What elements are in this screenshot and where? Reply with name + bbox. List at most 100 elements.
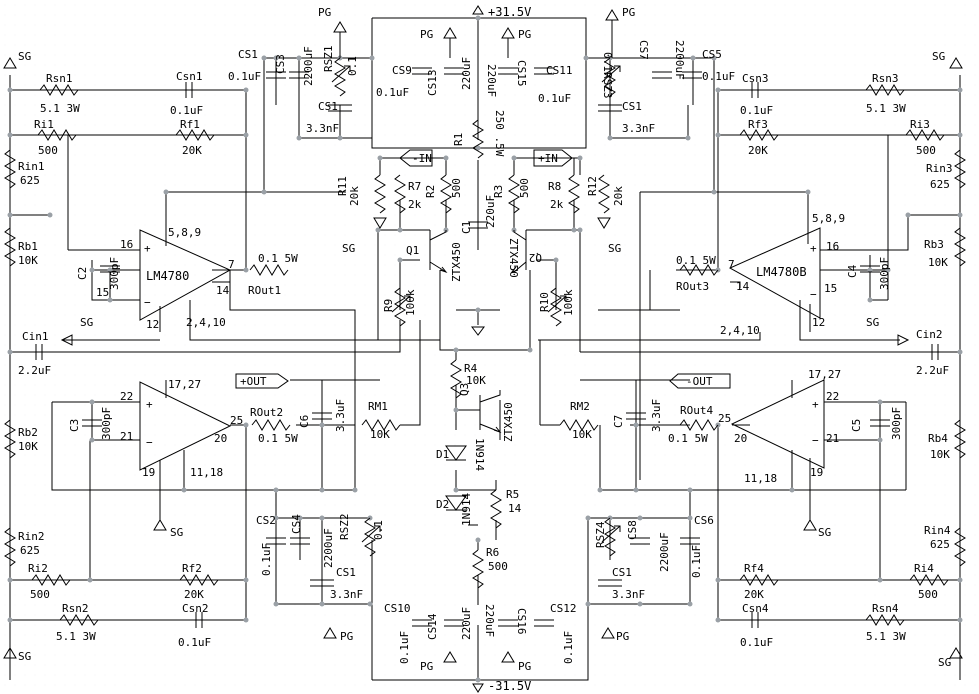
label-c2: C2 — [76, 267, 89, 280]
label-cs14-val: 220uF — [460, 607, 473, 640]
label-rin2-val: 625 — [20, 544, 40, 557]
label-rb3-val: 10K — [928, 256, 948, 269]
label-rout2-val: 0.1 5W — [258, 432, 298, 445]
junction-dots — [7, 15, 963, 683]
capacitor-cs6 — [680, 537, 700, 545]
label-r5: R5 — [506, 488, 519, 501]
resistor-r9 — [394, 287, 406, 327]
resistor-rin1 — [4, 149, 16, 189]
label-gnd: 19 — [142, 466, 155, 479]
label-csn4: Csn4 — [742, 602, 769, 615]
sg-symbol-1 — [3, 57, 17, 69]
label-r8: R8 — [548, 180, 561, 193]
capacitor-cs8 — [630, 537, 650, 545]
label-cs7: CS7 — [637, 40, 650, 60]
label-cs16-val: 220uF — [483, 604, 496, 637]
label-r4-val: 10K — [466, 374, 486, 387]
sg-label-6: SG — [866, 316, 879, 329]
label-cs4: CS4 — [290, 514, 303, 534]
sg-symbol-8 — [949, 647, 963, 659]
label-cs8: CS8 — [626, 520, 639, 540]
resistor-rb3 — [954, 227, 966, 267]
label-ri1-val: 500 — [38, 144, 58, 157]
resistor-r10 — [550, 287, 562, 327]
label-ri2: Ri2 — [28, 562, 48, 575]
amp-c-triangle — [139, 381, 232, 471]
label-csn2: Csn2 — [182, 602, 209, 615]
label-cin1-val: 2.2uF — [18, 364, 51, 377]
label-out: 25 — [230, 414, 243, 427]
label-rm1: RM1 — [368, 400, 388, 413]
resistor-r12 — [598, 174, 610, 214]
amp-b-name: LM4780B — [756, 265, 807, 279]
resistors — [4, 57, 966, 626]
label-q3: Q3 — [458, 383, 471, 396]
capacitor-csn3 — [751, 82, 759, 98]
capacitor-cs7 — [652, 71, 672, 79]
label-rb1: Rb1 — [18, 240, 38, 253]
resistor-r2 — [440, 174, 452, 214]
label-rf2: Rf2 — [182, 562, 202, 575]
pin-polarity-mark: − — [812, 434, 819, 447]
out-plus-label: +OUT — [240, 375, 267, 388]
pg-symbol-1 — [333, 21, 347, 58]
diodes — [445, 445, 467, 511]
label-in-minus: 21 — [120, 430, 133, 443]
label-cs12: CS12 — [550, 602, 577, 615]
label-out: 7 — [228, 258, 235, 271]
resistor-rb4 — [954, 419, 966, 459]
resistor-rsz3 — [604, 57, 616, 97]
neg-rail-label: -31.5V — [488, 679, 531, 693]
label-mute: 14 — [736, 280, 750, 293]
diode-d1 — [445, 445, 467, 461]
port-tags — [235, 149, 731, 389]
pos-rail-label: +31.5V — [488, 5, 531, 19]
resistor-rm2 — [559, 419, 599, 431]
pin-polarity-mark: + — [810, 242, 817, 255]
label-cs4-val: 2200uF — [322, 528, 335, 568]
label-c4-val: 300pF — [878, 257, 891, 290]
port-out-plus — [235, 373, 289, 389]
resistor-ri1 — [37, 129, 77, 141]
label-r4: R4 — [464, 362, 478, 375]
port-out-minus — [669, 373, 731, 389]
label-cs1b-val: 3.3nF — [622, 122, 655, 135]
label-cs6-val: 0.1uF — [690, 545, 703, 578]
resistor-r6 — [472, 549, 484, 589]
port-in-plus — [533, 149, 573, 167]
label-neg: 11,18 — [744, 472, 777, 485]
pot-arrows — [331, 65, 621, 543]
label-q3-part: ZTX450 — [502, 402, 515, 442]
label-r9-val: 100k — [404, 289, 417, 316]
pg-symbol-4 — [605, 9, 619, 58]
label-in-plus: 16 — [120, 238, 133, 251]
label-rin2: Rin2 — [18, 530, 45, 543]
label-pwr: 17,27 — [808, 368, 841, 381]
pg-symbol-2 — [443, 27, 457, 58]
label-out: 7 — [728, 258, 735, 271]
capacitor-csn4 — [751, 612, 759, 628]
label-cin2-val: 2.2uF — [916, 364, 949, 377]
label-rout4-val: 0.1 5W — [668, 432, 708, 445]
label-cs5: CS5 — [702, 48, 722, 61]
sg-label-8: SG — [818, 526, 831, 539]
sg-label-1: SG — [18, 50, 31, 63]
in-minus-label: -IN — [412, 152, 432, 165]
ground-symbols — [3, 5, 963, 693]
label-ri2-val: 500 — [30, 588, 50, 601]
capacitor-c2 — [100, 265, 120, 273]
label-rb2: Rb2 — [18, 426, 38, 439]
capacitor-cs14 — [444, 619, 464, 627]
capacitor-csn2 — [195, 612, 203, 628]
label-rf2-val: 20K — [184, 588, 204, 601]
label-rsz2-val: 0.1 — [372, 520, 385, 540]
label-ri4: Ri4 — [914, 562, 934, 575]
pg-label-8: PG — [518, 660, 531, 673]
label-r12: R12 — [586, 176, 599, 196]
center-ground — [471, 326, 485, 336]
labels: +31.5V -31.5V PG PG PG PG PG PG PG PG SG… — [18, 5, 953, 693]
pg-label-4: PG — [622, 6, 635, 19]
sg-arrow-left — [60, 334, 73, 346]
pg-label-1: PG — [318, 6, 331, 19]
